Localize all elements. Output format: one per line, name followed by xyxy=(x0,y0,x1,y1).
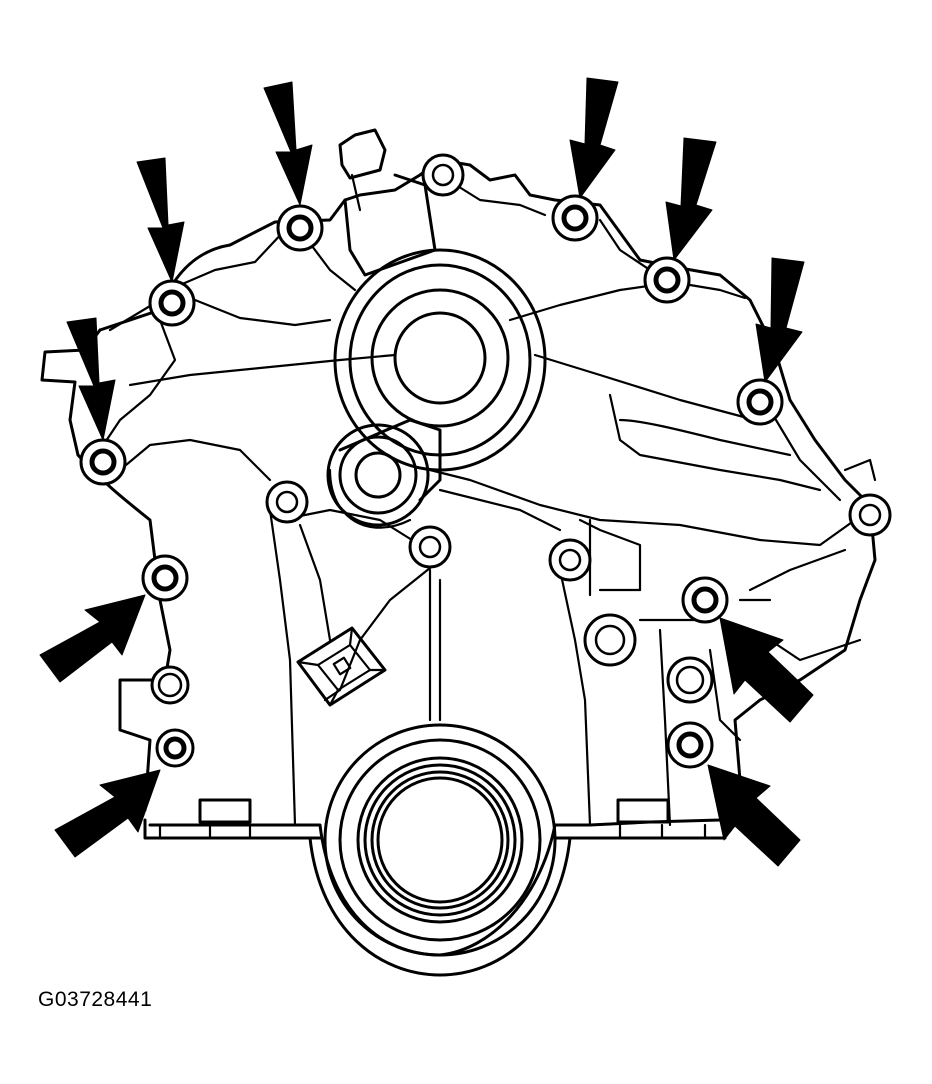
arrow-down-icon xyxy=(66,317,116,441)
arrow-down-icon xyxy=(569,77,619,199)
arrow-up-right-icon xyxy=(54,769,161,858)
arrow-up-left-icon xyxy=(707,764,801,867)
arrow-down-icon xyxy=(755,257,805,383)
bolt-bosses xyxy=(79,194,784,769)
arrow-up-left-icon xyxy=(719,617,814,723)
arrow-down-icon xyxy=(263,81,313,206)
diamond-boss xyxy=(296,626,387,707)
indicator-arrows xyxy=(39,77,814,867)
other-holes xyxy=(150,153,892,705)
arrow-down-icon xyxy=(136,157,185,283)
arrow-up-right-icon xyxy=(39,594,146,683)
lower-ribs xyxy=(268,508,742,827)
arrow-down-icon xyxy=(665,137,717,261)
bottom-tabs xyxy=(158,798,707,840)
figure-code: G03728441 xyxy=(38,988,153,1011)
water-outlet-neck xyxy=(338,128,437,277)
tensioner-arm xyxy=(326,418,442,529)
crankshaft-seal xyxy=(323,723,557,957)
